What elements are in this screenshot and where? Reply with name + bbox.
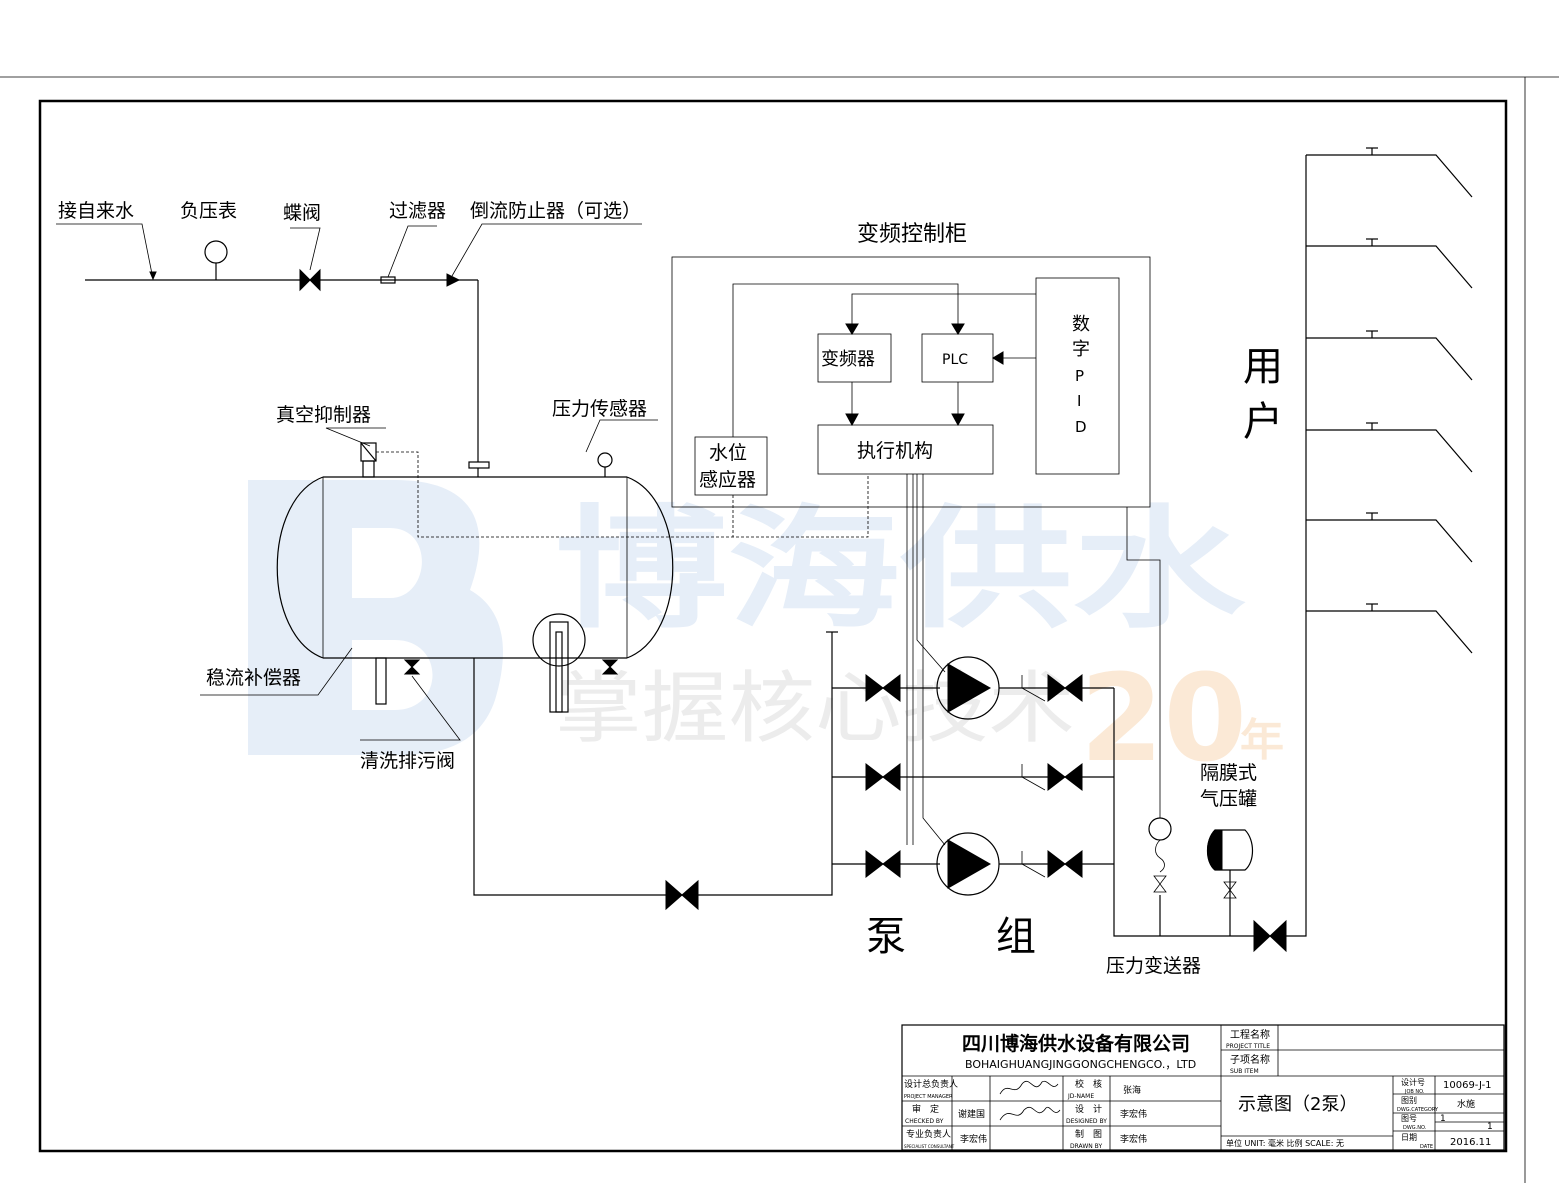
job-no: 10069-J-1 — [1443, 1080, 1492, 1091]
subitem-label-en: SUB ITEM — [1230, 1068, 1259, 1075]
label-diaphragm-1: 隔膜式 — [1200, 762, 1257, 784]
job-no-label-en: JOB NO. — [1404, 1089, 1425, 1095]
pump-1 — [865, 656, 1114, 720]
checker-label: 审 定 — [912, 1103, 939, 1115]
actuator-box — [817, 424, 994, 475]
design-name: 李宏伟 — [1120, 1108, 1147, 1120]
drawn-label: 制 图 — [1075, 1128, 1102, 1140]
category: 水施 — [1457, 1098, 1475, 1110]
specialist-label: 专业负责人 — [906, 1128, 951, 1140]
checker-name: 谢建国 — [958, 1108, 985, 1120]
label-tap-water: 接自来水 — [58, 200, 134, 222]
drawing-title: 示意图（2泵） — [1238, 1094, 1357, 1115]
manager-label-en: PROJECT MANAGER — [904, 1094, 953, 1100]
label-tank: 稳流补偿器 — [206, 667, 301, 689]
date: 2016.11 — [1450, 1137, 1491, 1148]
bypass-branch — [865, 762, 1114, 792]
drawn-name: 李宏伟 — [1120, 1133, 1147, 1145]
vfd-box — [817, 333, 892, 383]
specialist-label-en: SPECIALIST CONSULTANT — [904, 1144, 955, 1149]
inlet-line — [56, 223, 642, 462]
dwg-no-label-en: DWG.NO. — [1403, 1125, 1427, 1131]
label-negative-gauge: 负压表 — [180, 200, 237, 222]
job-no-label: 设计号 — [1401, 1077, 1425, 1087]
pressure-transmitter-icon — [1148, 817, 1172, 841]
subitem-label: 子项名称 — [1230, 1053, 1270, 1066]
label-backflow: 倒流防止器（可选） — [470, 200, 641, 222]
label-pressure-transmitter: 压力变送器 — [1106, 955, 1201, 977]
manager-label: 设计总负责人 — [904, 1078, 958, 1090]
review-label: 校 核 — [1075, 1078, 1102, 1090]
pid-char-3: P — [1075, 367, 1084, 385]
company-name: 四川博海供水设备有限公司 — [962, 1032, 1190, 1055]
label-pressure-sensor: 压力传感器 — [552, 398, 647, 420]
drawing-border — [38, 99, 1508, 1153]
pid-box — [1035, 277, 1120, 475]
backflow-preventer-icon — [446, 273, 461, 287]
vfd-label: 变频器 — [821, 349, 875, 370]
level-sensor-label-2: 感应器 — [699, 469, 756, 491]
level-sensor-label-1: 水位 — [709, 442, 747, 464]
label-vacuum: 真空抑制器 — [276, 404, 371, 426]
watermark-brand: 博海供水 — [555, 493, 1246, 647]
pump-2 — [865, 832, 1114, 896]
flow-stabilizer-tank — [200, 419, 674, 741]
pid-char-1: 数 — [1072, 314, 1090, 335]
label-pump-group-2: 组 — [996, 914, 1036, 960]
watermark-years: 20 — [1080, 650, 1247, 789]
design-label-en: DESIGNED BY — [1066, 1118, 1107, 1125]
unit-scale: 单位 UNIT: 毫米 比例 SCALE: 无 — [1226, 1138, 1344, 1148]
label-diaphragm-2: 气压罐 — [1200, 788, 1257, 810]
butterfly-valve-icon — [299, 268, 321, 292]
discharge-piping — [1113, 155, 1307, 953]
title-block — [901, 1024, 1505, 1151]
dwg-total: 1 — [1487, 1122, 1493, 1132]
label-drain-valve: 清洗排污阀 — [360, 750, 455, 772]
pid-char-4: I — [1077, 392, 1081, 410]
dwg-no-label: 图号 — [1401, 1114, 1417, 1123]
pid-char-5: D — [1075, 418, 1087, 436]
plc-label: PLC — [942, 352, 968, 368]
label-user-2: 户 — [1243, 399, 1283, 445]
drawn-label-en: DRAWN BY — [1070, 1143, 1102, 1150]
project-label: 工程名称 — [1230, 1028, 1270, 1041]
review-label-en: JD-NAME — [1067, 1093, 1094, 1100]
negative-pressure-gauge-icon — [204, 240, 228, 264]
watermark-year-unit: 年 — [1240, 715, 1284, 766]
diaphragm-tank-icon — [1206, 829, 1254, 899]
watermark-slogan: 掌握核心技术 — [555, 664, 1075, 754]
signature-1 — [999, 1080, 1059, 1095]
cabinet-title: 变频控制柜 — [857, 222, 967, 247]
user-branches — [1306, 147, 1473, 654]
pid-char-2: 字 — [1072, 339, 1090, 360]
signal-line-level — [376, 451, 869, 538]
pressure-sensor-icon — [597, 452, 613, 468]
level-sensor-box — [694, 436, 768, 496]
checker-label-en: CHECKED BY — [905, 1118, 944, 1125]
specialist-name: 李宏伟 — [960, 1133, 987, 1145]
company-name-en: BOHAIGHUANGJINGGONGCHENGCO.，LTD — [965, 1058, 1196, 1071]
date-label: 日期 — [1401, 1133, 1417, 1142]
suction-valve-icon — [665, 879, 699, 911]
category-label-en: DWG.CATEGORY — [1397, 1107, 1439, 1113]
label-butterfly-valve: 蝶阀 — [283, 202, 321, 224]
date-label-en: DATE — [1420, 1144, 1433, 1150]
signature-2 — [999, 1106, 1061, 1121]
control-cabinet — [671, 256, 1151, 508]
actuator-label: 执行机构 — [857, 440, 933, 462]
label-pump-group-1: 泵 — [866, 914, 906, 960]
category-label: 图别 — [1401, 1096, 1417, 1105]
outlet-valve-icon — [1253, 919, 1287, 953]
vacuum-suppressor-icon — [360, 442, 377, 478]
dwg-no: 1 — [1440, 1114, 1446, 1124]
design-label: 设 计 — [1075, 1103, 1102, 1115]
project-label-en: PROJECT TITLE — [1226, 1043, 1270, 1050]
label-user-1: 用 — [1243, 344, 1283, 390]
watermark: 博海供水 掌握核心技术 20 年 — [248, 480, 1284, 789]
review-name: 张海 — [1123, 1084, 1141, 1096]
label-filter: 过滤器 — [389, 200, 446, 222]
